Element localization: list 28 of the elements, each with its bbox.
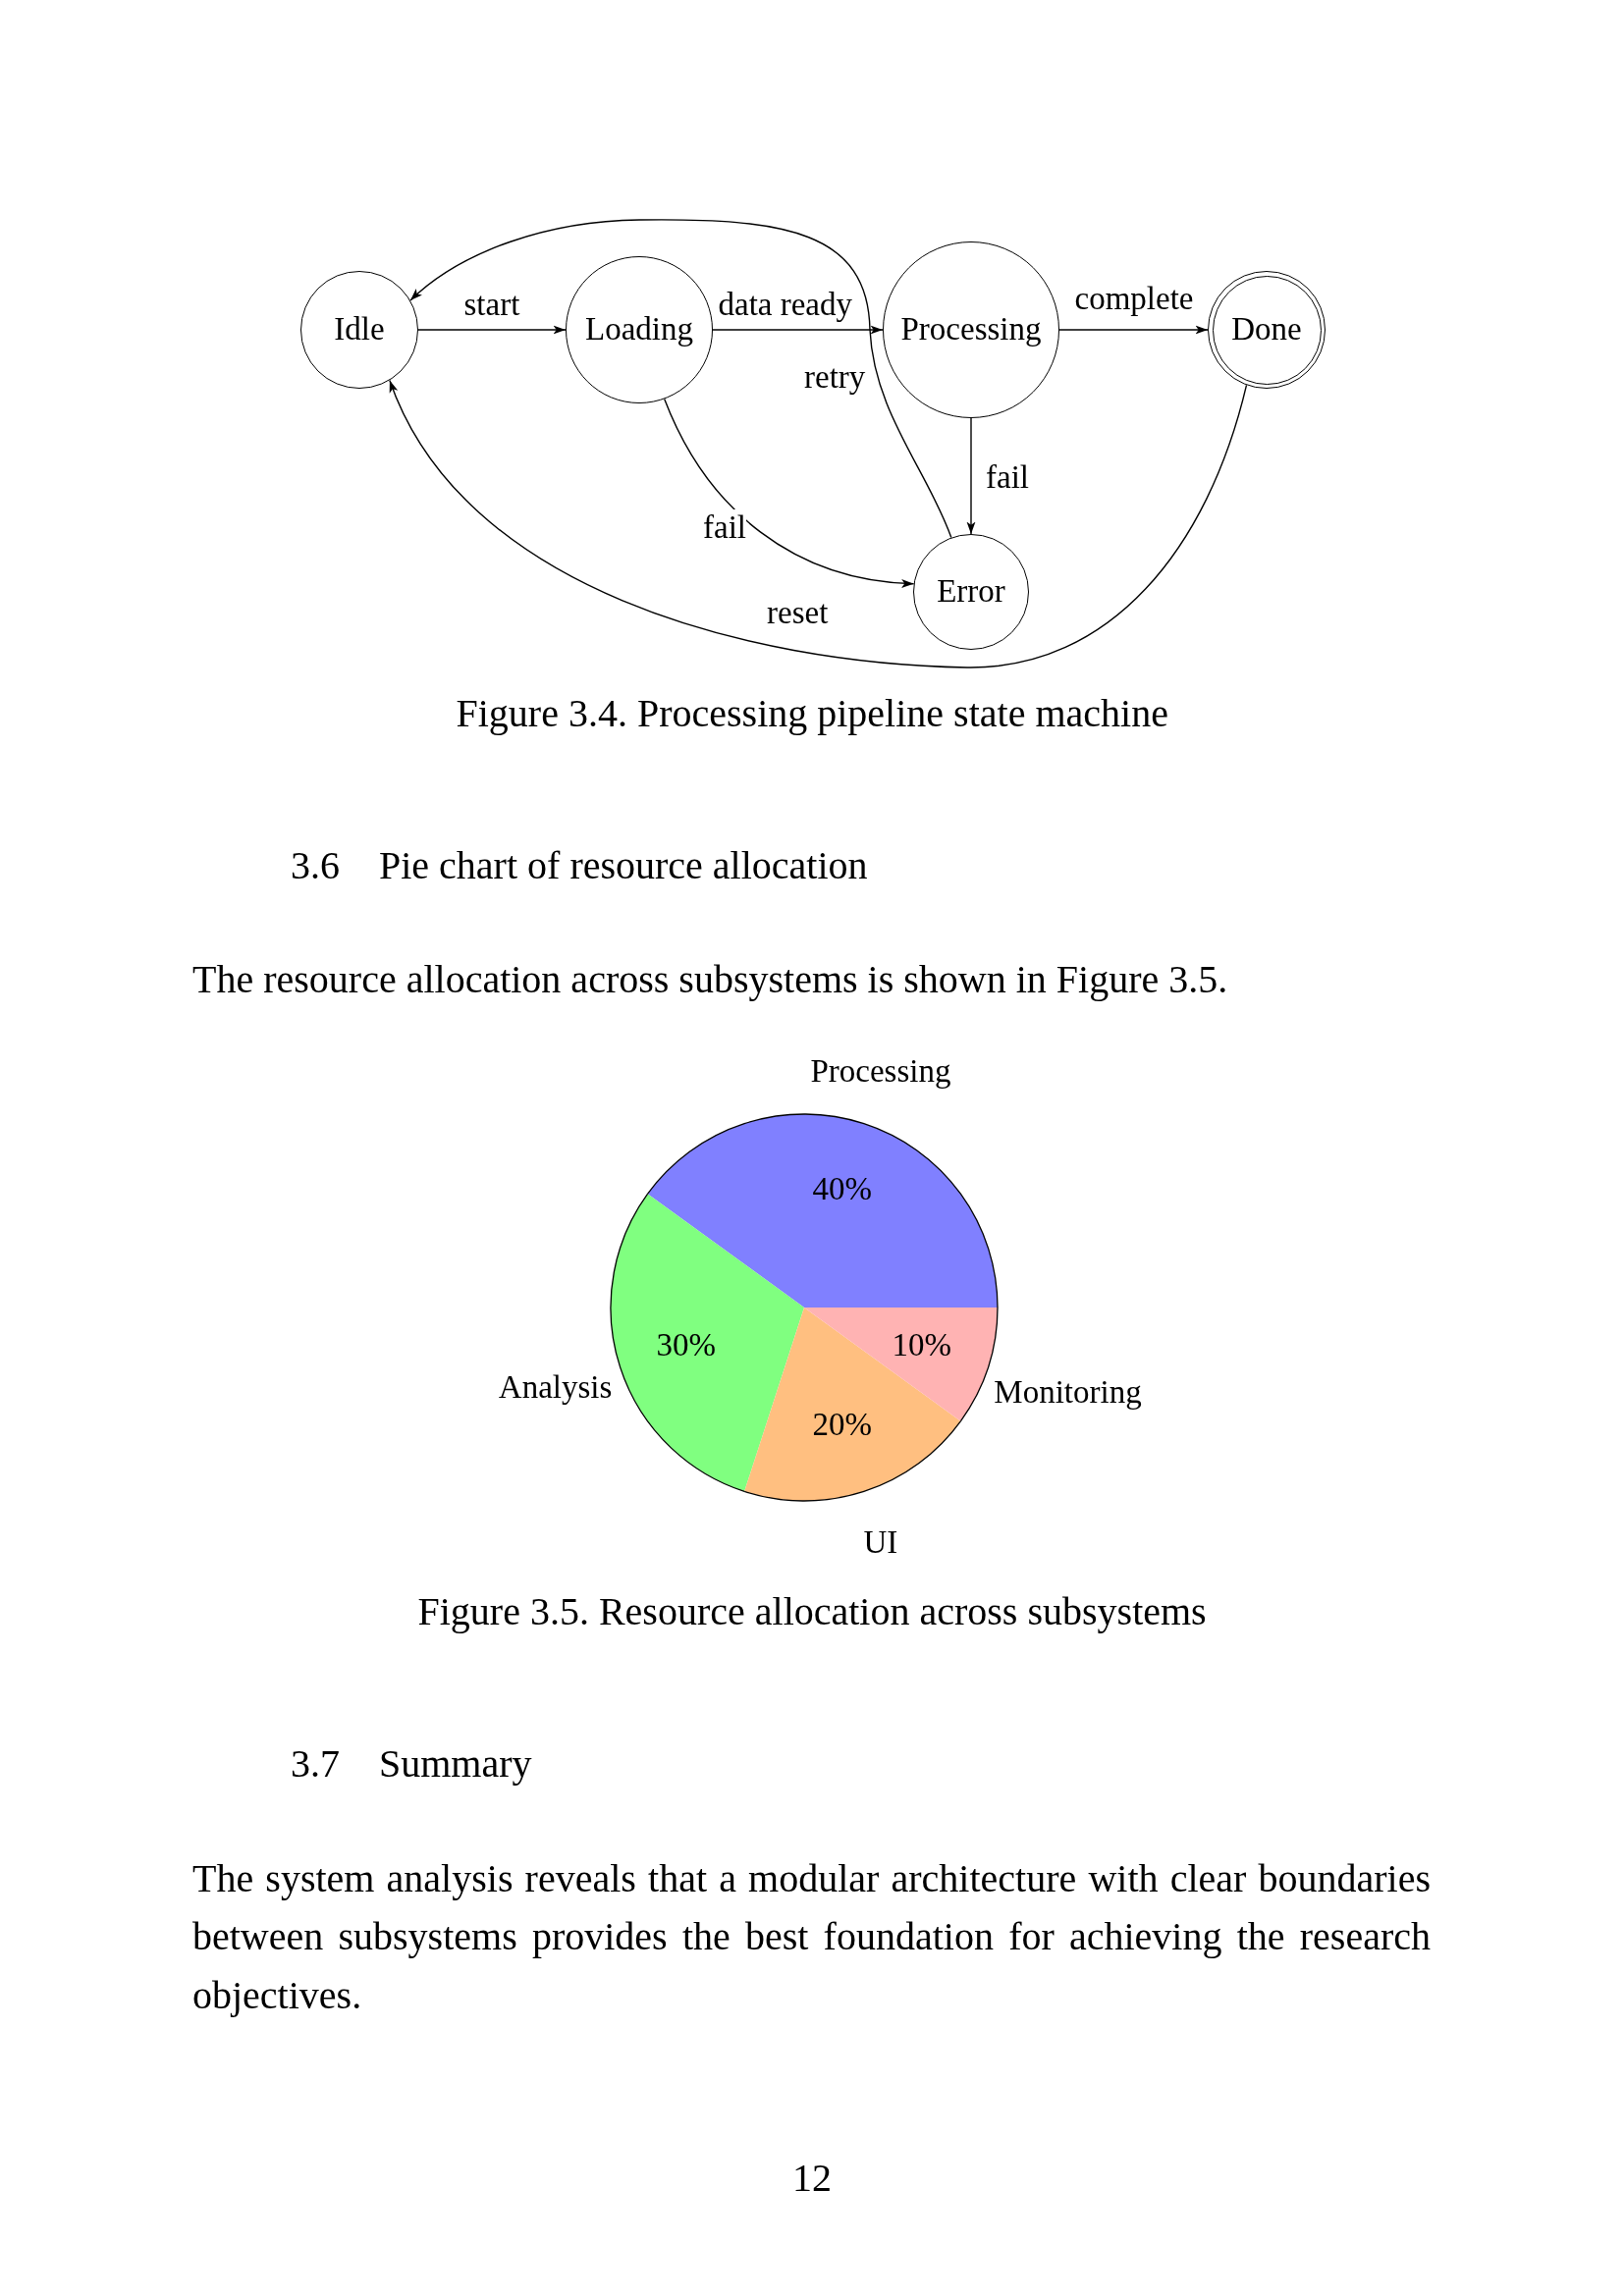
percentage-label: 20% (812, 1406, 872, 1444)
section-heading: Summary (379, 1741, 532, 1787)
state-name: Loading (585, 311, 693, 348)
slice-label: UI (863, 1523, 898, 1562)
transition-arrow (1058, 325, 1209, 335)
transition-arrow (409, 219, 952, 539)
transition-arrow (417, 325, 567, 335)
section-heading: Pie chart of resource allocation (379, 843, 868, 888)
percentage-label: 30% (656, 1326, 717, 1364)
state-name: Processing (900, 311, 1042, 348)
percentage-label: 40% (812, 1171, 872, 1208)
paragraph: The system analysis reveals that a modular architecture with clear boundaries between subsystems provides the best foundation for achieving the research objectives. (192, 1855, 1431, 2019)
state-name: Done (1231, 311, 1302, 348)
slice-label: Monitoring (994, 1374, 1142, 1413)
figure-caption: Figure 3.4. Processing pipeline state machine (456, 691, 1168, 736)
slice-label: Processing (810, 1053, 951, 1092)
percentage-label: 10% (892, 1326, 951, 1364)
section-number: 3.6 (291, 843, 340, 888)
section-number: 3.7 (291, 1741, 340, 1787)
state-name: Idle (334, 311, 385, 348)
figure-caption: Figure 3.5. Resource allocation across subsystems (417, 1589, 1207, 1634)
transition-arrow (712, 325, 884, 335)
state-name: Error (937, 573, 1005, 611)
transition-arrow (966, 417, 976, 535)
paragraph: The resource allocation across subsystems is shown in Figure 3.5. (192, 957, 1228, 1002)
slice-label: Analysis (498, 1369, 613, 1408)
page-number: 12 (792, 2156, 832, 2201)
transition-arrow (389, 379, 1248, 668)
